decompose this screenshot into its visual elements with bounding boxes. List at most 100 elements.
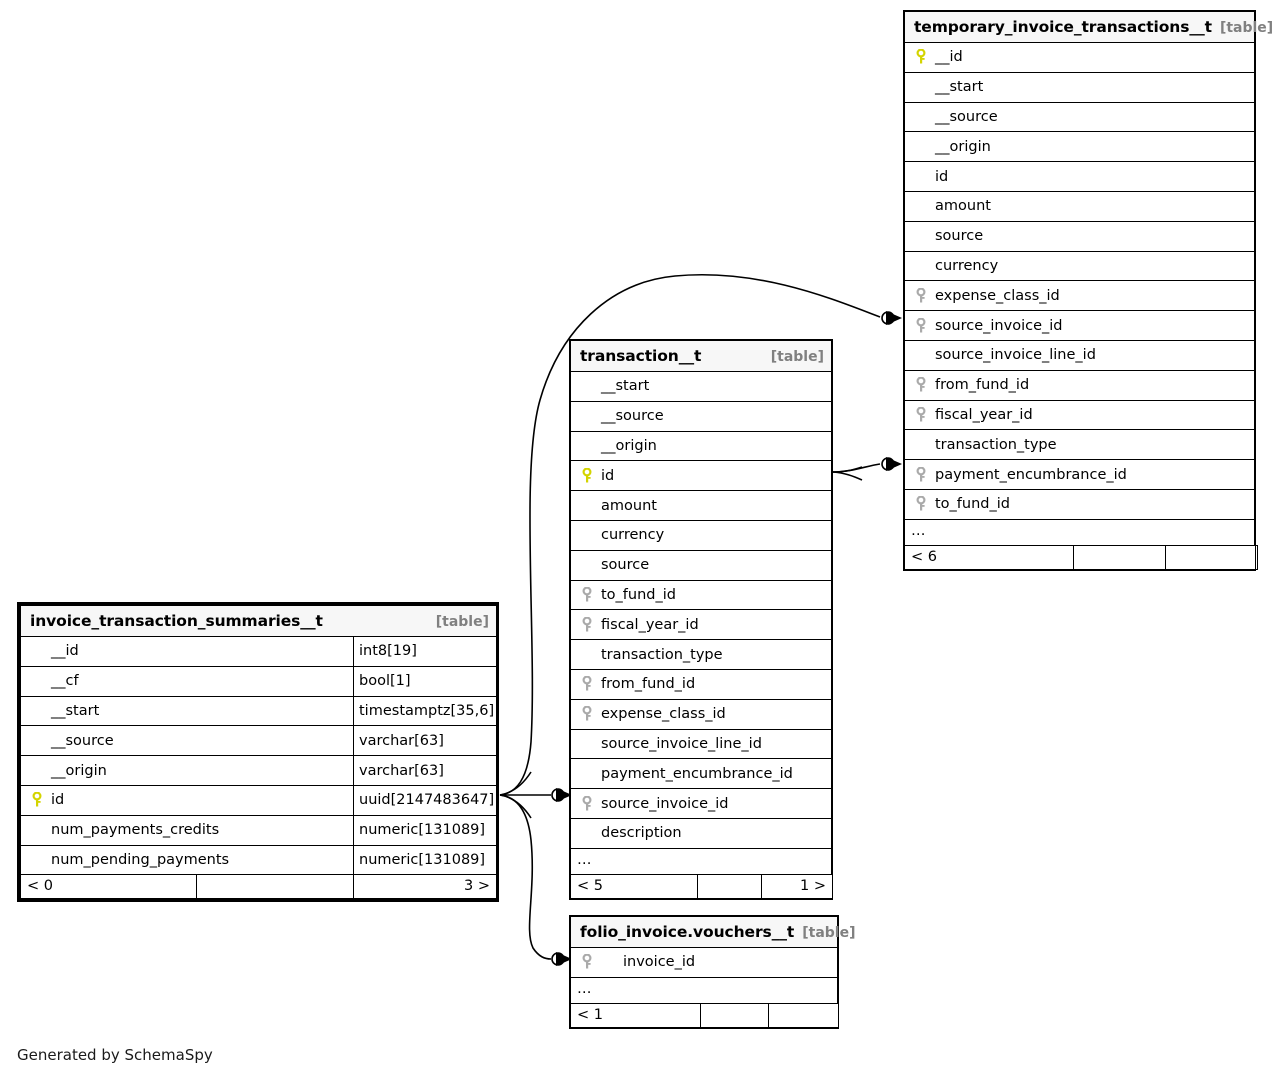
table-title: folio_invoice.vouchers__t: [580, 923, 795, 941]
generated-by-credit: Generated by SchemaSpy: [17, 1046, 213, 1064]
column-row[interactable]: currency: [570, 519, 832, 551]
column-name: __start: [935, 79, 984, 96]
table-type-suffix: [table]: [802, 925, 856, 941]
more-columns-indicator: …: [570, 847, 832, 875]
column-row[interactable]: fiscal_year_id: [904, 399, 1255, 431]
table-type-suffix: [table]: [1219, 20, 1272, 36]
footer-next-link[interactable]: 1 >: [761, 873, 833, 899]
column-row[interactable]: to_fund_id: [904, 488, 1255, 520]
column-name: source: [935, 228, 984, 245]
table-footer: < 1: [570, 1002, 839, 1028]
column-row[interactable]: from_fund_id: [570, 668, 832, 700]
column-row[interactable]: __origin: [570, 430, 832, 462]
column-row[interactable]: __origin: [20, 755, 354, 786]
column-name: __id: [51, 643, 79, 660]
table-folio-invoice-vouchers[interactable]: folio_invoice.vouchers__t [table] invoic…: [569, 915, 856, 1029]
column-name: id: [601, 467, 615, 484]
column-row[interactable]: invoice_id: [570, 947, 838, 978]
column-row[interactable]: num_pending_payments: [20, 844, 354, 876]
edge-transaction-id-to-temporary-payment-encumbrance-id: [832, 463, 881, 473]
table-header: invoice_transaction_summaries__t [table]: [19, 605, 498, 637]
column-row[interactable]: id: [570, 460, 832, 492]
column-name: transaction_type: [935, 436, 1057, 453]
column-type: varchar[63]: [352, 755, 498, 786]
table-transaction[interactable]: transaction__t [table] __start __source …: [569, 339, 833, 900]
column-name: payment_encumbrance_id: [935, 466, 1127, 483]
column-name: fiscal_year_id: [601, 616, 699, 633]
table-invoice-transaction-summaries[interactable]: invoice_transaction_summaries__t [table]…: [17, 602, 499, 903]
column-row[interactable]: id: [904, 161, 1255, 192]
column-row[interactable]: source_invoice_id: [904, 310, 1255, 341]
column-name: currency: [935, 257, 999, 274]
footer-next-link[interactable]: 3 >: [353, 874, 497, 900]
column-type: bool[1]: [352, 665, 498, 697]
column-row[interactable]: source_invoice_line_id: [570, 728, 832, 760]
foreign-key-icon: [577, 676, 597, 692]
column-row[interactable]: num_payments_credits: [20, 814, 354, 846]
column-name: id: [51, 792, 65, 809]
column-row[interactable]: description: [570, 817, 832, 849]
column-row[interactable]: __id: [904, 42, 1255, 73]
footer-middle: [700, 1002, 769, 1028]
footer-prev-link[interactable]: < 1: [570, 1002, 701, 1028]
column-row[interactable]: fiscal_year_id: [570, 609, 832, 641]
column-row[interactable]: __start: [904, 71, 1255, 103]
column-row[interactable]: payment_encumbrance_id: [570, 758, 832, 790]
column-name: from_fund_id: [601, 676, 696, 693]
foreign-key-icon: [577, 616, 597, 633]
column-row[interactable]: expense_class_id: [570, 698, 832, 730]
table-footer: < 6: [904, 544, 1258, 570]
column-name: payment_encumbrance_id: [601, 765, 793, 782]
column-row[interactable]: payment_encumbrance_id: [904, 459, 1255, 490]
footer-middle: [1073, 544, 1166, 570]
edge-endpoint-temporary-source-invoice-id: [881, 311, 902, 325]
column-row[interactable]: source: [570, 549, 832, 581]
footer-prev-link[interactable]: < 5: [570, 873, 698, 899]
column-row[interactable]: expense_class_id: [904, 280, 1255, 312]
table-header: temporary_invoice_transactions__t [table…: [904, 11, 1272, 43]
footer-prev-link[interactable]: < 6: [904, 544, 1074, 570]
column-name: __origin: [51, 762, 107, 779]
column-row[interactable]: id: [20, 784, 354, 816]
column-name: to_fund_id: [935, 496, 1010, 513]
column-row[interactable]: source_invoice_line_id: [904, 339, 1255, 371]
column-name: __cf: [51, 673, 79, 690]
foreign-key-icon: [911, 496, 931, 512]
column-row[interactable]: amount: [904, 190, 1255, 222]
column-row[interactable]: __start: [570, 371, 832, 402]
more-columns-indicator: …: [570, 976, 838, 1004]
column-row[interactable]: __cf: [20, 665, 354, 697]
foreign-key-icon: [577, 795, 597, 812]
column-type: timestamptz[35,6]: [352, 695, 498, 727]
column-type: int8[19]: [352, 636, 498, 667]
column-row[interactable]: __id: [20, 636, 354, 667]
column-name: from_fund_id: [935, 377, 1030, 394]
column-name: __origin: [935, 138, 991, 155]
column-row[interactable]: to_fund_id: [570, 579, 832, 611]
column-row[interactable]: source: [904, 220, 1255, 252]
column-row[interactable]: __origin: [904, 131, 1255, 163]
footer-prev-link[interactable]: < 0: [20, 874, 197, 900]
column-row[interactable]: __source: [570, 400, 832, 432]
footer-next-link[interactable]: [768, 1002, 839, 1028]
column-row[interactable]: transaction_type: [570, 639, 832, 670]
column-name: __origin: [601, 437, 657, 454]
column-row[interactable]: currency: [904, 250, 1255, 282]
footer-middle: [697, 873, 762, 899]
table-title: invoice_transaction_summaries__t: [30, 612, 323, 630]
column-name: source_invoice_id: [601, 795, 729, 812]
column-row[interactable]: __source: [904, 101, 1255, 133]
column-row[interactable]: __source: [20, 725, 354, 757]
foreign-key-icon: [911, 406, 931, 423]
table-temporary-invoice-transactions[interactable]: temporary_invoice_transactions__t [table…: [903, 10, 1272, 571]
edge-endpoint-temporary-payment-encumbrance-id: [881, 457, 902, 471]
column-row[interactable]: amount: [570, 490, 832, 521]
crowsfoot-source-summaries-upper: [499, 771, 532, 796]
column-name: __source: [935, 108, 998, 125]
footer-next-link[interactable]: [1165, 544, 1258, 570]
column-name: num_pending_payments: [51, 851, 230, 868]
column-row[interactable]: source_invoice_id: [570, 788, 832, 819]
column-row[interactable]: transaction_type: [904, 429, 1255, 461]
column-row[interactable]: from_fund_id: [904, 369, 1255, 401]
column-row[interactable]: __start: [20, 695, 354, 727]
